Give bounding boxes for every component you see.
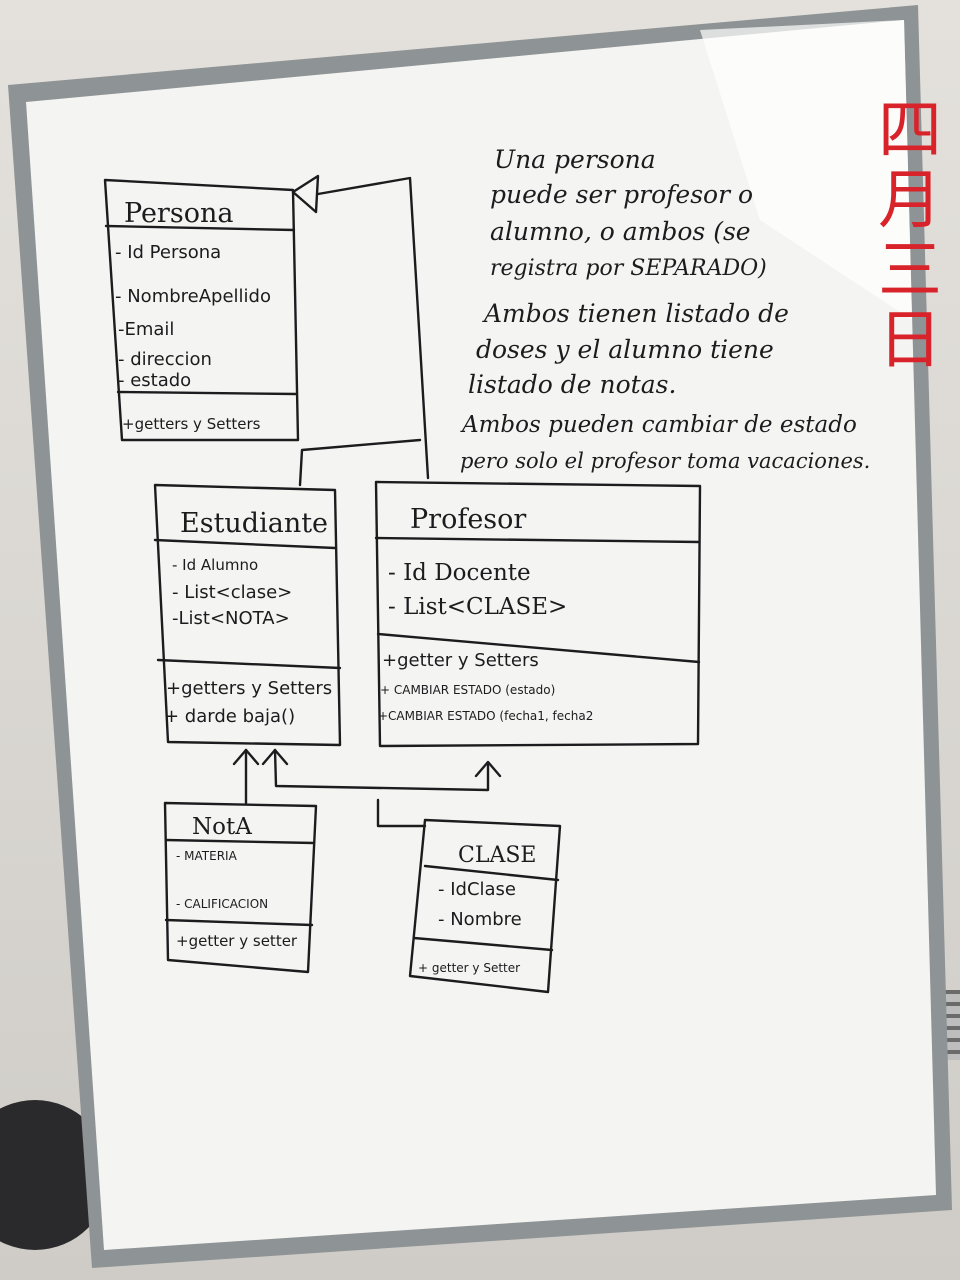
inheritance-line-estudiante: [298, 438, 422, 487]
persona-attr-3: -Email: [118, 319, 174, 340]
inheritance-arrow: [291, 174, 430, 487]
persona-attr-4: - direccion: [118, 349, 212, 370]
class-estudiante: Estudiante - Id Alumno - List<clase> -Li…: [153, 483, 342, 747]
note-line-6: doses y el alumno tiene: [476, 335, 774, 364]
nota-class-name: NotA: [192, 814, 252, 840]
profesor-attr-2: - List<CLASE>: [388, 594, 567, 620]
nota-box: [163, 801, 318, 974]
estudiante-name-divider: [153, 538, 337, 550]
nota-method-divider: [164, 918, 314, 927]
clase-to-profesor-line: [376, 798, 427, 828]
nota-attr-1: - MATERIA: [176, 849, 238, 863]
profesor-method-3: +CAMBIAR ESTADO (fecha1, fecha2: [378, 709, 593, 723]
clase-method-1: + getter y Setter: [418, 961, 520, 975]
persona-attr-2: - NombreApellido: [115, 286, 271, 307]
profesor-method-divider: [376, 632, 701, 664]
clase-method-divider: [412, 936, 554, 952]
associations: [232, 748, 502, 828]
clase-box: [408, 818, 562, 994]
persona-attr-1: - Id Persona: [115, 242, 221, 263]
estudiante-method-divider: [156, 658, 342, 670]
profesor-method-2: + CAMBIAR ESTADO (estado): [380, 683, 555, 697]
class-nota: NotA - MATERIA - CALIFICACION +getter y …: [163, 801, 318, 974]
note-line-5: Ambos tienen listado de: [482, 299, 789, 328]
profesor-class-name: Profesor: [410, 504, 526, 535]
persona-box: [103, 178, 300, 442]
estudiante-attr-3: -List<NOTA>: [172, 608, 290, 629]
note-line-4: registra por SEPARADO): [490, 256, 767, 281]
nota-to-estudiante-arrowhead: [232, 748, 260, 766]
note-line-7: listado de notas.: [468, 370, 676, 399]
persona-method-1: +getters y Setters: [122, 415, 261, 433]
clase-class-name: CLASE: [458, 843, 536, 868]
clase-to-profesor-arrowhead: [474, 760, 502, 778]
estudiante-attr-2: - List<clase>: [172, 582, 292, 603]
estudiante-attr-1: - Id Alumno: [172, 556, 258, 574]
handwritten-note: Una persona puede ser profesor o alumno,…: [460, 145, 870, 473]
inheritance-line-profesor: [316, 176, 430, 480]
glare: [700, 20, 912, 320]
class-profesor: Profesor - Id Docente - List<CLASE> +get…: [374, 480, 702, 748]
profesor-attr-1: - Id Docente: [388, 560, 531, 586]
red-character-4: 日: [878, 304, 942, 378]
note-line-2: puede ser profesor o: [490, 180, 753, 209]
clase-to-estudiante-line: [273, 748, 490, 792]
class-clase: CLASE - IdClase - Nombre + getter y Sett…: [408, 818, 562, 994]
note-line-1: Una persona: [494, 145, 656, 174]
note-line-3: alumno, o ambos (se: [490, 217, 751, 246]
clase-attr-2: - Nombre: [438, 909, 522, 930]
red-character-1: 四: [878, 94, 942, 168]
persona-name-divider: [104, 224, 296, 232]
clase-to-estudiante-arrowhead: [261, 748, 289, 766]
nota-attr-2: - CALIFICACION: [176, 897, 268, 911]
estudiante-method-1: +getters y Setters: [166, 678, 332, 699]
nota-method-1: +getter y setter: [176, 932, 298, 950]
profesor-method-1: +getter y Setters: [382, 650, 539, 671]
estudiante-method-2: + darde baja(): [164, 706, 295, 727]
note-line-8: Ambos pueden cambiar de estado: [460, 412, 857, 438]
estudiante-box: [153, 483, 342, 747]
profesor-box: [374, 480, 702, 748]
estudiante-class-name: Estudiante: [180, 508, 328, 539]
note-line-9: pero solo el profesor toma vacaciones.: [460, 449, 870, 473]
persona-method-divider: [116, 390, 298, 396]
red-character-2: 月: [878, 164, 942, 238]
profesor-name-divider: [374, 536, 701, 544]
red-characters: 四 月 三 日: [878, 94, 942, 378]
persona-class-name: Persona: [124, 198, 233, 229]
clase-attr-1: - IdClase: [438, 879, 516, 900]
nota-name-divider: [164, 838, 316, 845]
red-character-3: 三: [878, 234, 942, 308]
class-persona: Persona - Id Persona - NombreApellido -E…: [103, 178, 300, 442]
whiteboard-surface: [26, 20, 936, 1250]
persona-attr-5: - estado: [118, 370, 191, 391]
clase-name-divider: [423, 864, 560, 882]
